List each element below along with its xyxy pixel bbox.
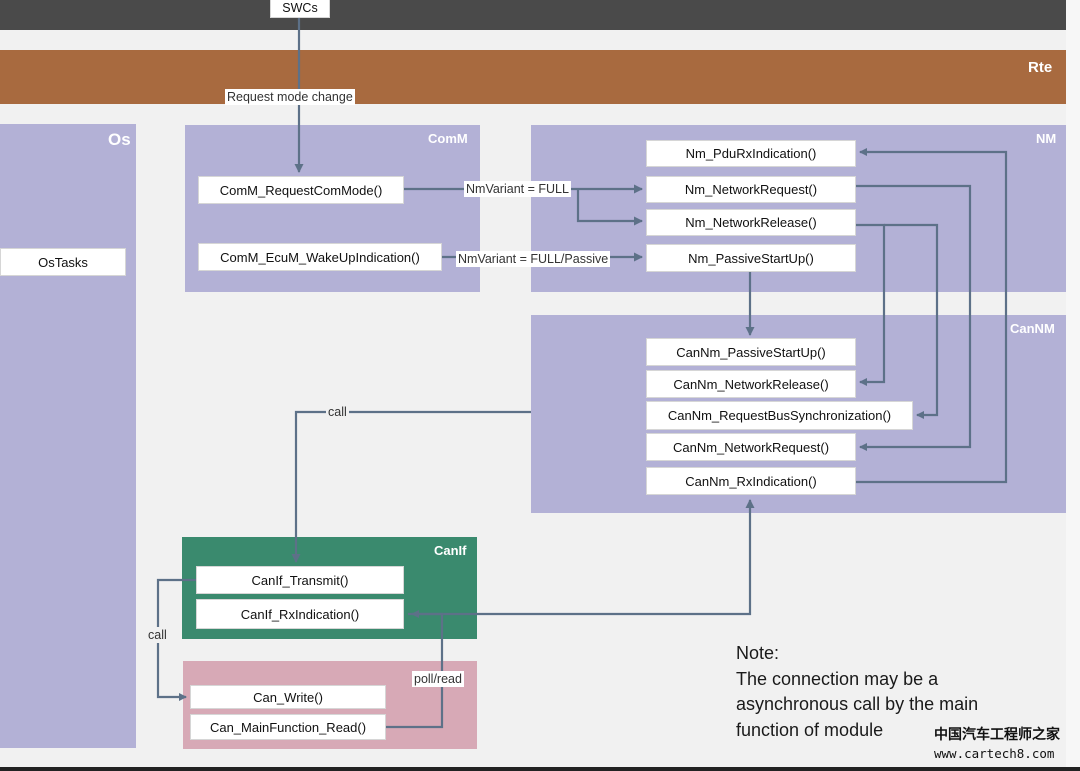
comm-wakeup-box: ComM_EcuM_WakeUpIndication() — [198, 243, 442, 271]
nm-passive-box: Nm_PassiveStartUp() — [646, 244, 856, 272]
rte-label: Rte — [1028, 59, 1053, 76]
canif-rx-box: CanIf_RxIndication() — [196, 599, 404, 629]
right-edge-strip — [1066, 0, 1080, 771]
edge-nm-request-to-cannm — [856, 184, 972, 451]
can-mainread-box: Can_MainFunction_Read() — [190, 714, 386, 740]
edge-cannm-to-canif-transmit — [291, 410, 531, 563]
swcs-box: SWCs — [270, 0, 330, 18]
cannm-netreq-box: CanNm_NetworkRequest() — [646, 433, 856, 461]
label-poll-read: poll/read — [412, 671, 464, 687]
nm-pdurx-box: Nm_PduRxIndication() — [646, 140, 856, 167]
edge-canif-rx-to-cannm — [408, 499, 755, 616]
cannm-bussync-box: CanNm_RequestBusSynchronization() — [646, 401, 913, 430]
label-call-cannm: call — [326, 404, 349, 420]
comm-request-box: ComM_RequestComMode() — [198, 176, 404, 204]
os-label: Os — [108, 130, 131, 149]
nm-netreq-box: Nm_NetworkRequest() — [646, 176, 856, 203]
comm-label: ComM — [428, 131, 468, 146]
bottom-edge — [0, 767, 1080, 771]
label-nm-full-passive: NmVariant = FULL/Passive — [456, 251, 611, 267]
edge-nm-release-to-bussync — [884, 223, 939, 419]
edge-nm-release-to-cannm — [856, 223, 886, 386]
ostasks-box: OsTasks — [0, 248, 126, 276]
label-request-mode-change: Request mode change — [225, 89, 355, 105]
label-call-can: call — [146, 627, 169, 643]
os-layer — [0, 124, 136, 748]
canif-label: CanIf — [434, 543, 467, 558]
rte-layer — [0, 50, 1066, 104]
swc-layer-bar — [0, 0, 1066, 30]
cannm-passive-box: CanNm_PassiveStartUp() — [646, 338, 856, 366]
note-line-2: asynchronous call by the main — [736, 694, 979, 714]
note-line-1: The connection may be a — [736, 668, 939, 689]
label-nm-full: NmVariant = FULL — [464, 181, 571, 197]
edge-cannm-rx-to-nm — [856, 148, 1008, 484]
cannm-label: CanNM — [1010, 321, 1055, 336]
watermark-text: 中国汽车工程师之家 — [934, 726, 1060, 742]
cannm-netrel-box: CanNm_NetworkRelease() — [646, 370, 856, 398]
can-write-box: Can_Write() — [190, 685, 386, 709]
canif-transmit-box: CanIf_Transmit() — [196, 566, 404, 594]
note-block: Note: The connection may be a asynchrono… — [736, 641, 978, 743]
note-title: Note: — [736, 643, 780, 663]
edge-comm-to-nm-release — [576, 189, 643, 226]
note-line-3: function of module — [736, 719, 884, 740]
nm-label: NM — [1036, 131, 1057, 146]
watermark-url: www.cartech8.com — [934, 746, 1055, 761]
edge-can-read-to-canif-rx — [386, 610, 444, 729]
nm-netrel-box: Nm_NetworkRelease() — [646, 209, 856, 236]
cannm-rx-box: CanNm_RxIndication() — [646, 467, 856, 495]
